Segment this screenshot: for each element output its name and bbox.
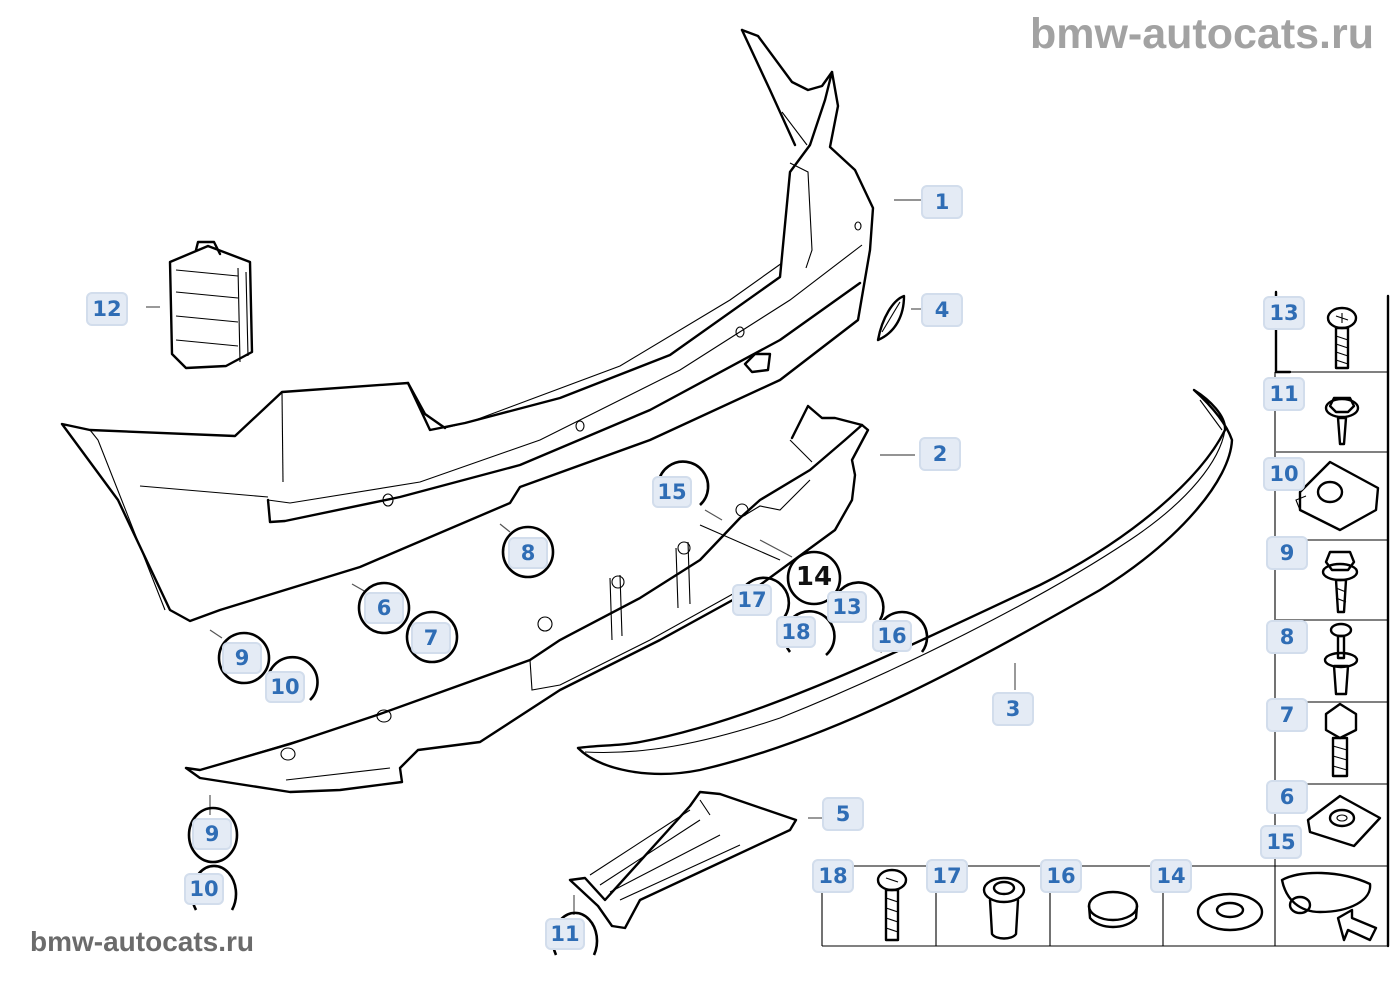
hex-flange-screw-icon [1321, 550, 1359, 614]
callout-part-4[interactable]: 4 [921, 293, 963, 327]
vehicle-location-icon [1280, 871, 1378, 942]
callout-fastener-6[interactable]: 6 [364, 592, 404, 624]
watermark-top: bmw-autocats.ru [1029, 10, 1374, 58]
air-vent-grille-shape[interactable] [168, 240, 254, 370]
lower-trim-strip-shape[interactable] [576, 388, 1234, 776]
oval-head-screw-icon-row [876, 868, 908, 942]
legend-fastener-9[interactable]: 9 [1266, 536, 1308, 570]
fastener-column [821, 290, 1390, 948]
legend-fastener-15[interactable]: 15 [1260, 825, 1302, 859]
washer-icon [1196, 892, 1264, 932]
legend-fastener-16[interactable]: 16 [1040, 859, 1082, 893]
legend-fastener-17[interactable]: 17 [926, 859, 968, 893]
callout-fastener-8[interactable]: 8 [508, 537, 548, 569]
cap-icon [1087, 890, 1139, 929]
underbody-panel-shape[interactable] [568, 790, 798, 930]
legend-fastener-6[interactable]: 6 [1266, 780, 1308, 814]
legend-fastener-13[interactable]: 13 [1263, 296, 1305, 330]
callout-fastener-16[interactable]: 16 [872, 620, 912, 652]
callout-part-1[interactable]: 1 [921, 185, 963, 219]
rubber-nut-icon [982, 876, 1026, 940]
callout-ring-14[interactable]: 14 [795, 562, 833, 592]
callout-fastener-18[interactable]: 18 [776, 616, 816, 648]
tow-eye-cover-shape[interactable] [876, 294, 906, 342]
hex-head-screw-icon [1324, 702, 1358, 778]
leader-lines [146, 199, 1016, 915]
watermark-bottom: bmw-autocats.ru [30, 926, 255, 957]
legend-fastener-14[interactable]: 14 [1150, 859, 1192, 893]
hex-washer-screw-icon [1324, 396, 1360, 446]
expanding-rivet-icon [1323, 622, 1359, 696]
callout-part-5[interactable]: 5 [822, 797, 864, 831]
callout-fastener-7[interactable]: 7 [411, 622, 451, 654]
oval-head-screw-icon [1326, 306, 1358, 370]
callout-part-3[interactable]: 3 [992, 692, 1034, 726]
legend-fastener-11[interactable]: 11 [1263, 377, 1305, 411]
callout-fastener-9-lower[interactable]: 9 [192, 818, 232, 850]
callout-fastener-17[interactable]: 17 [732, 584, 772, 616]
legend-fastener-7[interactable]: 7 [1266, 698, 1308, 732]
legend-fastener-10[interactable]: 10 [1263, 457, 1305, 491]
callout-fastener-15[interactable]: 15 [652, 476, 692, 508]
callout-fastener-10-lower[interactable]: 10 [184, 873, 224, 905]
callout-part-12[interactable]: 12 [86, 292, 128, 326]
callout-fastener-13[interactable]: 13 [827, 591, 867, 623]
legend-fastener-8[interactable]: 8 [1266, 620, 1308, 654]
callout-fastener-10-upper[interactable]: 10 [265, 671, 305, 703]
callout-fastener-9-upper[interactable]: 9 [222, 642, 262, 674]
legend-fastener-18[interactable]: 18 [812, 859, 854, 893]
bumper-trim-panel[interactable] [60, 28, 875, 623]
callout-part-2[interactable]: 2 [919, 437, 961, 471]
lower-bumper-carrier-shape[interactable] [184, 404, 870, 794]
callout-fastener-11[interactable]: 11 [545, 918, 585, 950]
spring-nut-icon [1306, 794, 1382, 848]
clip-nut-icon [1295, 460, 1380, 532]
